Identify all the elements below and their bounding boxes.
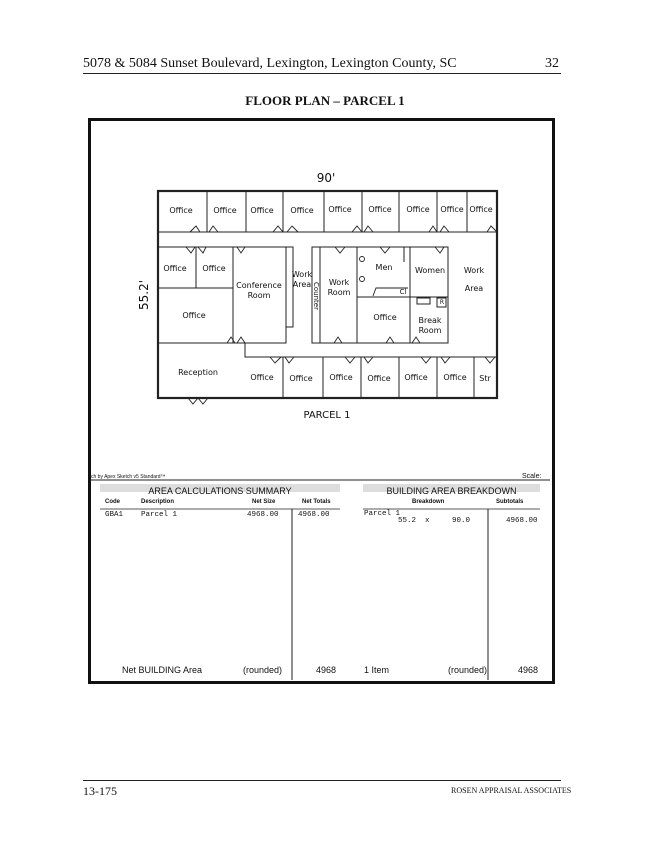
item-count: 1 Item [364, 665, 390, 675]
room-office: Office [469, 205, 493, 214]
room-office: Office [169, 206, 193, 215]
room-office: Office [367, 374, 391, 383]
room-reception: Reception [178, 368, 218, 377]
footer-right: ROSEN APPRAISAL ASSOCIATES [451, 786, 572, 795]
depth-dimension: 55.2' [137, 279, 151, 311]
room-work-room: Work Room [327, 278, 351, 297]
breakdown-title: BUILDING AREA BREAKDOWN [386, 486, 517, 496]
row-net-total: 4968.00 [298, 511, 330, 519]
scale-label: Scale: [522, 473, 542, 480]
refrigerator-label: R [439, 299, 445, 306]
col-description: Description [141, 499, 175, 505]
breakdown-total: 4968 [518, 665, 539, 675]
col-net-totals: Net Totals [302, 499, 331, 505]
room-office: Office [250, 373, 274, 382]
net-building-area-label: Net BUILDING Area [122, 665, 203, 675]
room-office: Office [373, 313, 397, 322]
sketch-credit: ch by Apex Sketch v5 Standard™ [91, 474, 166, 480]
col-net-size: Net Size [252, 499, 276, 505]
room-break-room: Break Room [418, 316, 442, 335]
row-code: GBA1 [105, 511, 124, 519]
room-work-area: Work Area [463, 266, 485, 293]
room-office: Office [406, 205, 430, 214]
room-office: Office [250, 206, 274, 215]
closet-label: Cl [399, 288, 407, 296]
col-breakdown: Breakdown [412, 499, 445, 505]
header-rule [83, 73, 561, 74]
breakdown-row-name: Parcel 1 [364, 510, 401, 518]
width-dimension: 90' [316, 171, 336, 185]
page-title: FLOOR PLAN – PARCEL 1 [245, 93, 405, 108]
breakdown-row-calc: 55.2 x 90.0 [398, 517, 471, 525]
room-office: Office [329, 373, 353, 382]
room-office: Office [404, 373, 428, 382]
row-description: Parcel 1 [141, 511, 178, 519]
room-office: Office [182, 311, 206, 320]
room-work-area: Work Area [291, 270, 313, 289]
footer-left: 13-175 [83, 784, 117, 798]
net-building-area-value: 4968 [316, 665, 337, 675]
area-summary-title: AREA CALCULATIONS SUMMARY [148, 486, 292, 496]
col-subtotals: Subtotals [496, 499, 524, 505]
room-office: Office [163, 264, 187, 273]
counter-label: Counter [312, 282, 320, 310]
rounded-label: (rounded) [448, 665, 488, 675]
col-code: Code [105, 499, 120, 505]
room-women: Women [414, 266, 446, 275]
room-office: Office [440, 205, 464, 214]
room-office: Office [443, 373, 467, 382]
room-storage: Str [479, 374, 491, 383]
room-office: Office [289, 374, 313, 383]
room-office: Office [368, 205, 392, 214]
parcel-label: PARCEL 1 [303, 410, 351, 421]
breakdown-row-subtotal: 4968.00 [506, 517, 538, 525]
room-office: Office [213, 206, 237, 215]
rounded-label: (rounded) [243, 665, 283, 675]
room-conference: Conference Room [236, 281, 282, 300]
page-number: 32 [545, 56, 559, 71]
room-office: Office [202, 264, 226, 273]
header-address: 5078 & 5084 Sunset Boulevard, Lexington,… [83, 56, 457, 71]
room-men: Men [375, 263, 393, 272]
footer-rule [83, 780, 561, 781]
room-office: Office [290, 206, 314, 215]
sketch-frame [88, 118, 555, 684]
row-net-size: 4968.00 [247, 511, 279, 519]
room-office: Office [328, 205, 352, 214]
